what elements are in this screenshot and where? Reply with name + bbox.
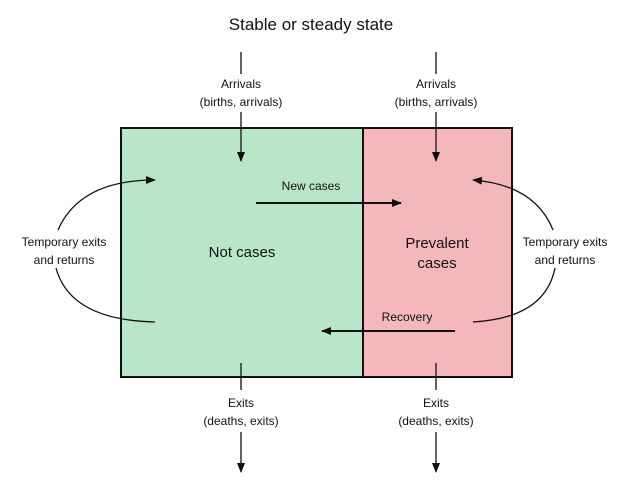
exits-text: Exits [227, 396, 254, 410]
temporary-return-curve-right [472, 176, 554, 231]
exits-subtext: (deaths, exits) [398, 414, 474, 428]
not-cases-box [120, 127, 364, 378]
diagram-title: Stable or steady state [228, 15, 394, 34]
temporary-exit-curve-right [472, 267, 556, 323]
temporary-exits-label-left: Temporary exits and returns [22, 233, 107, 269]
exits-label-left: Exits (deaths, exits) [203, 394, 278, 430]
temporary-exit-curve-left [55, 267, 156, 323]
temporary-line-2: and returns [534, 253, 596, 267]
new-cases-label: New cases [281, 179, 341, 193]
arrivals-text: Arrivals [415, 77, 456, 91]
temporary-exits-label-right: Temporary exits and returns [523, 233, 608, 269]
exits-subtext: (deaths, exits) [203, 414, 279, 428]
recovery-label: Recovery [381, 310, 433, 324]
temporary-return-curve-left [57, 176, 156, 231]
not-cases-label: Not cases [208, 244, 276, 261]
prevalent-cases-label: Prevalent cases [405, 234, 468, 274]
arrivals-label-right: Arrivals (births, arrivals) [395, 75, 478, 111]
prevalent-line-1: Prevalent [405, 235, 469, 252]
arrivals-subtext: (births, arrivals) [394, 95, 478, 109]
exits-label-right: Exits (deaths, exits) [398, 394, 473, 430]
arrivals-subtext: (births, arrivals) [199, 95, 283, 109]
prevalent-cases-box [362, 127, 513, 378]
temporary-line-1: Temporary exits [21, 235, 107, 249]
temporary-line-2: and returns [33, 253, 95, 267]
temporary-line-1: Temporary exits [522, 235, 608, 249]
exits-text: Exits [422, 396, 449, 410]
arrivals-text: Arrivals [220, 77, 261, 91]
arrivals-label-left: Arrivals (births, arrivals) [200, 75, 283, 111]
prevalent-line-2: cases [417, 255, 457, 272]
